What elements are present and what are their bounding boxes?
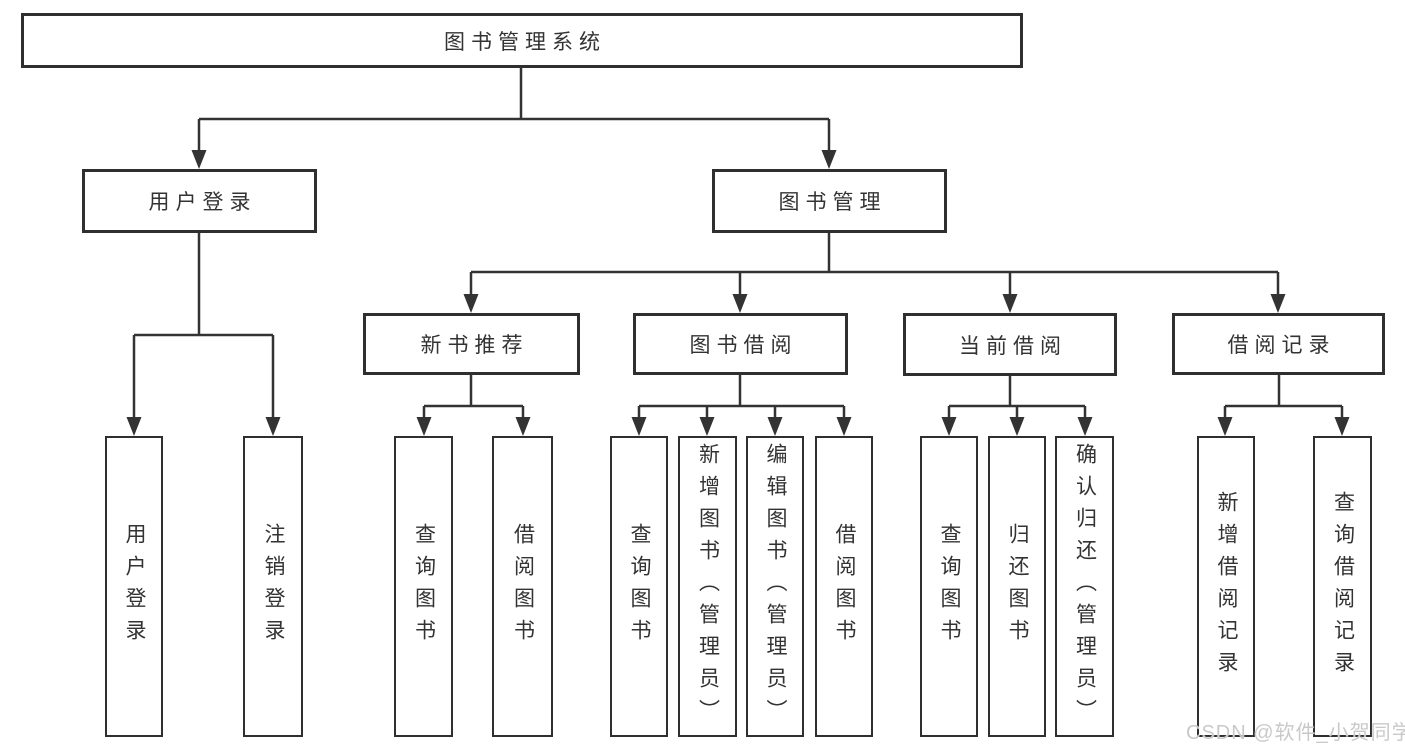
arrowhead-down-icon — [126, 417, 142, 436]
node-user-login: 用户登录 — [82, 169, 317, 233]
node-borrowing-records: 借阅记录 — [1172, 313, 1385, 375]
arrowhead-down-icon — [463, 294, 479, 313]
node-new-book-recommend: 新书推荐 — [363, 313, 580, 375]
arrowhead-down-icon — [821, 150, 837, 169]
arrowhead-down-icon — [191, 150, 207, 169]
arrowhead-down-icon — [699, 417, 715, 436]
leaf-query-books-borrowing: 查询图书 — [610, 436, 668, 737]
leaf-add-books-admin: 新增图书（管理员） — [678, 436, 737, 737]
leaf-borrow-books-borrowing: 借阅图书 — [815, 436, 873, 737]
leaf-add-borrow-record: 新增借阅记录 — [1197, 436, 1255, 737]
node-library-system: 图书管理系统 — [21, 13, 1023, 68]
leaf-query-books-recommend: 查询图书 — [394, 436, 453, 737]
arrowhead-down-icon — [941, 417, 957, 436]
arrowhead-down-icon — [1077, 417, 1093, 436]
arrowhead-down-icon — [265, 417, 281, 436]
arrowhead-down-icon — [1270, 294, 1286, 313]
leaf-confirm-return-admin: 确认归还（管理员） — [1055, 436, 1114, 737]
leaf-logout: 注销登录 — [243, 436, 303, 737]
arrowhead-down-icon — [515, 417, 531, 436]
arrowhead-down-icon — [1217, 417, 1233, 436]
arrowhead-down-icon — [1334, 417, 1350, 436]
leaf-user-login: 用户登录 — [105, 436, 163, 737]
arrowhead-down-icon — [767, 417, 783, 436]
leaf-return-books: 归还图书 — [988, 436, 1046, 737]
node-book-management: 图书管理 — [712, 169, 947, 233]
arrowhead-down-icon — [1002, 294, 1018, 313]
arrowhead-down-icon — [631, 417, 647, 436]
leaf-query-books-current: 查询图书 — [920, 436, 978, 737]
leaf-borrow-books-recommend: 借阅图书 — [492, 436, 553, 737]
node-book-borrowing: 图书借阅 — [633, 313, 848, 375]
arrowhead-down-icon — [836, 417, 852, 436]
arrowhead-down-icon — [732, 294, 748, 313]
arrowhead-down-icon — [416, 417, 432, 436]
csdn-watermark: CSDN @软件_小贺同学 — [1186, 722, 1405, 744]
node-current-borrowing: 当前借阅 — [903, 313, 1117, 376]
leaf-edit-books-admin: 编辑图书（管理员） — [746, 436, 804, 737]
leaf-query-borrow-record: 查询借阅记录 — [1313, 436, 1372, 737]
arrowhead-down-icon — [1009, 417, 1025, 436]
